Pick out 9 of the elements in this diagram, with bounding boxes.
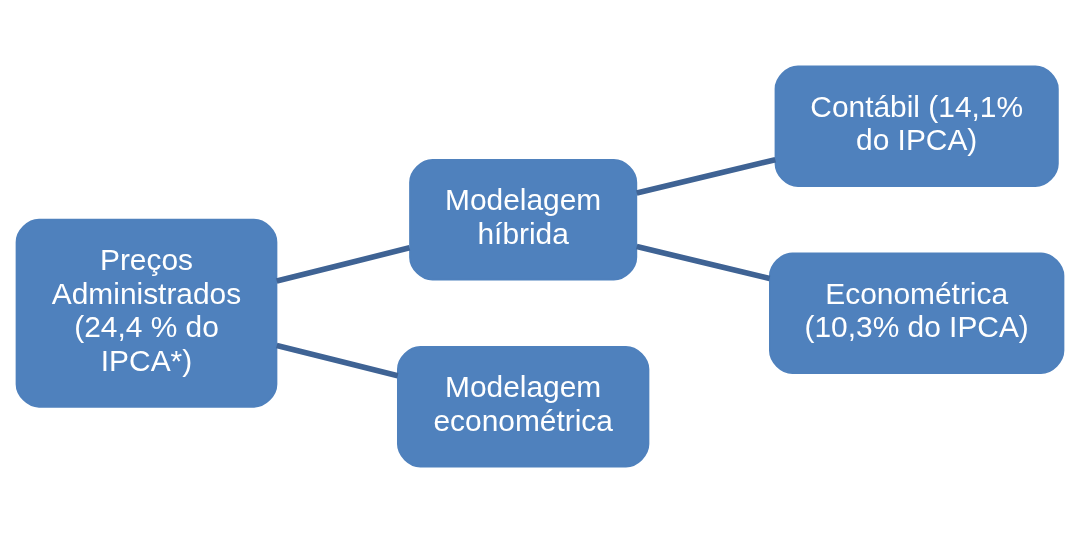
node-box: Modelagem econométrica xyxy=(397,345,650,468)
node-box: Contábil (14,1% do IPCA) xyxy=(774,65,1059,188)
node-box: Preços Administrados (24,4 % do IPCA*) xyxy=(15,218,278,408)
connector xyxy=(276,245,411,284)
node-box: Modelagem híbrida xyxy=(409,159,638,281)
connector xyxy=(276,342,399,379)
node-box: Econométrica (10,3% do IPCA) xyxy=(769,252,1065,374)
connector xyxy=(636,157,776,196)
connector xyxy=(636,243,771,282)
